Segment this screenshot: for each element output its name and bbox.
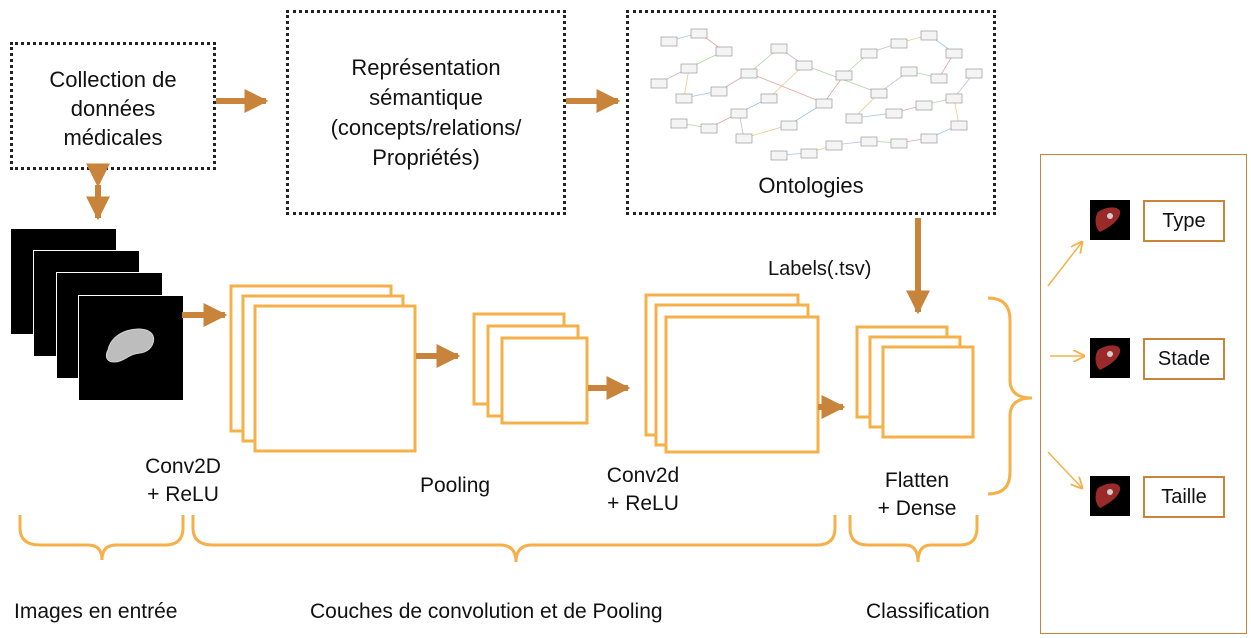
thin-arrow-taille — [1047, 451, 1082, 488]
collection-text: Collection de données médicales — [49, 67, 177, 150]
conv1-layers — [229, 284, 417, 453]
flatten-layers — [855, 325, 975, 439]
conv2-layers — [644, 293, 820, 454]
section-classification-label: Classification — [866, 600, 990, 623]
output-stade: Stade — [1143, 338, 1225, 380]
brace-images — [18, 515, 185, 561]
labels-tsv-label: Labels(.tsv) — [768, 258, 872, 280]
thin-arrow-type — [1047, 242, 1082, 287]
ontology-graph-image — [650, 28, 983, 161]
ontologies-box: Ontologies — [626, 10, 996, 215]
output-taille: Taille — [1143, 476, 1225, 518]
output-type: Type — [1143, 200, 1225, 242]
flatten-dense-label: Flatten + Dense — [877, 469, 957, 520]
ontologies-label: Ontologies — [758, 173, 864, 198]
output-panel — [1040, 154, 1247, 634]
brace-couches — [191, 515, 837, 563]
conv2d-relu-label-1: Conv2D + ReLU — [145, 455, 221, 506]
brace-classification — [848, 515, 979, 563]
conv2d-relu-label-2: Conv2d + ReLU — [606, 464, 680, 515]
collection-box: Collection de données médicales — [10, 42, 216, 170]
classification-bracket — [987, 296, 1033, 496]
representation-box: Représentation sémantique (concepts/rela… — [286, 10, 566, 215]
representation-text: Représentation sémantique (concepts/rela… — [330, 55, 522, 170]
section-images-label: Images en entrée — [14, 600, 178, 623]
tumor-shape — [105, 328, 155, 363]
output-liver-shapes — [1095, 207, 1121, 508]
section-couches-label: Couches de convolution et de Pooling — [310, 600, 663, 623]
pooling-layers — [472, 312, 589, 425]
pooling-label: Pooling — [420, 474, 491, 497]
